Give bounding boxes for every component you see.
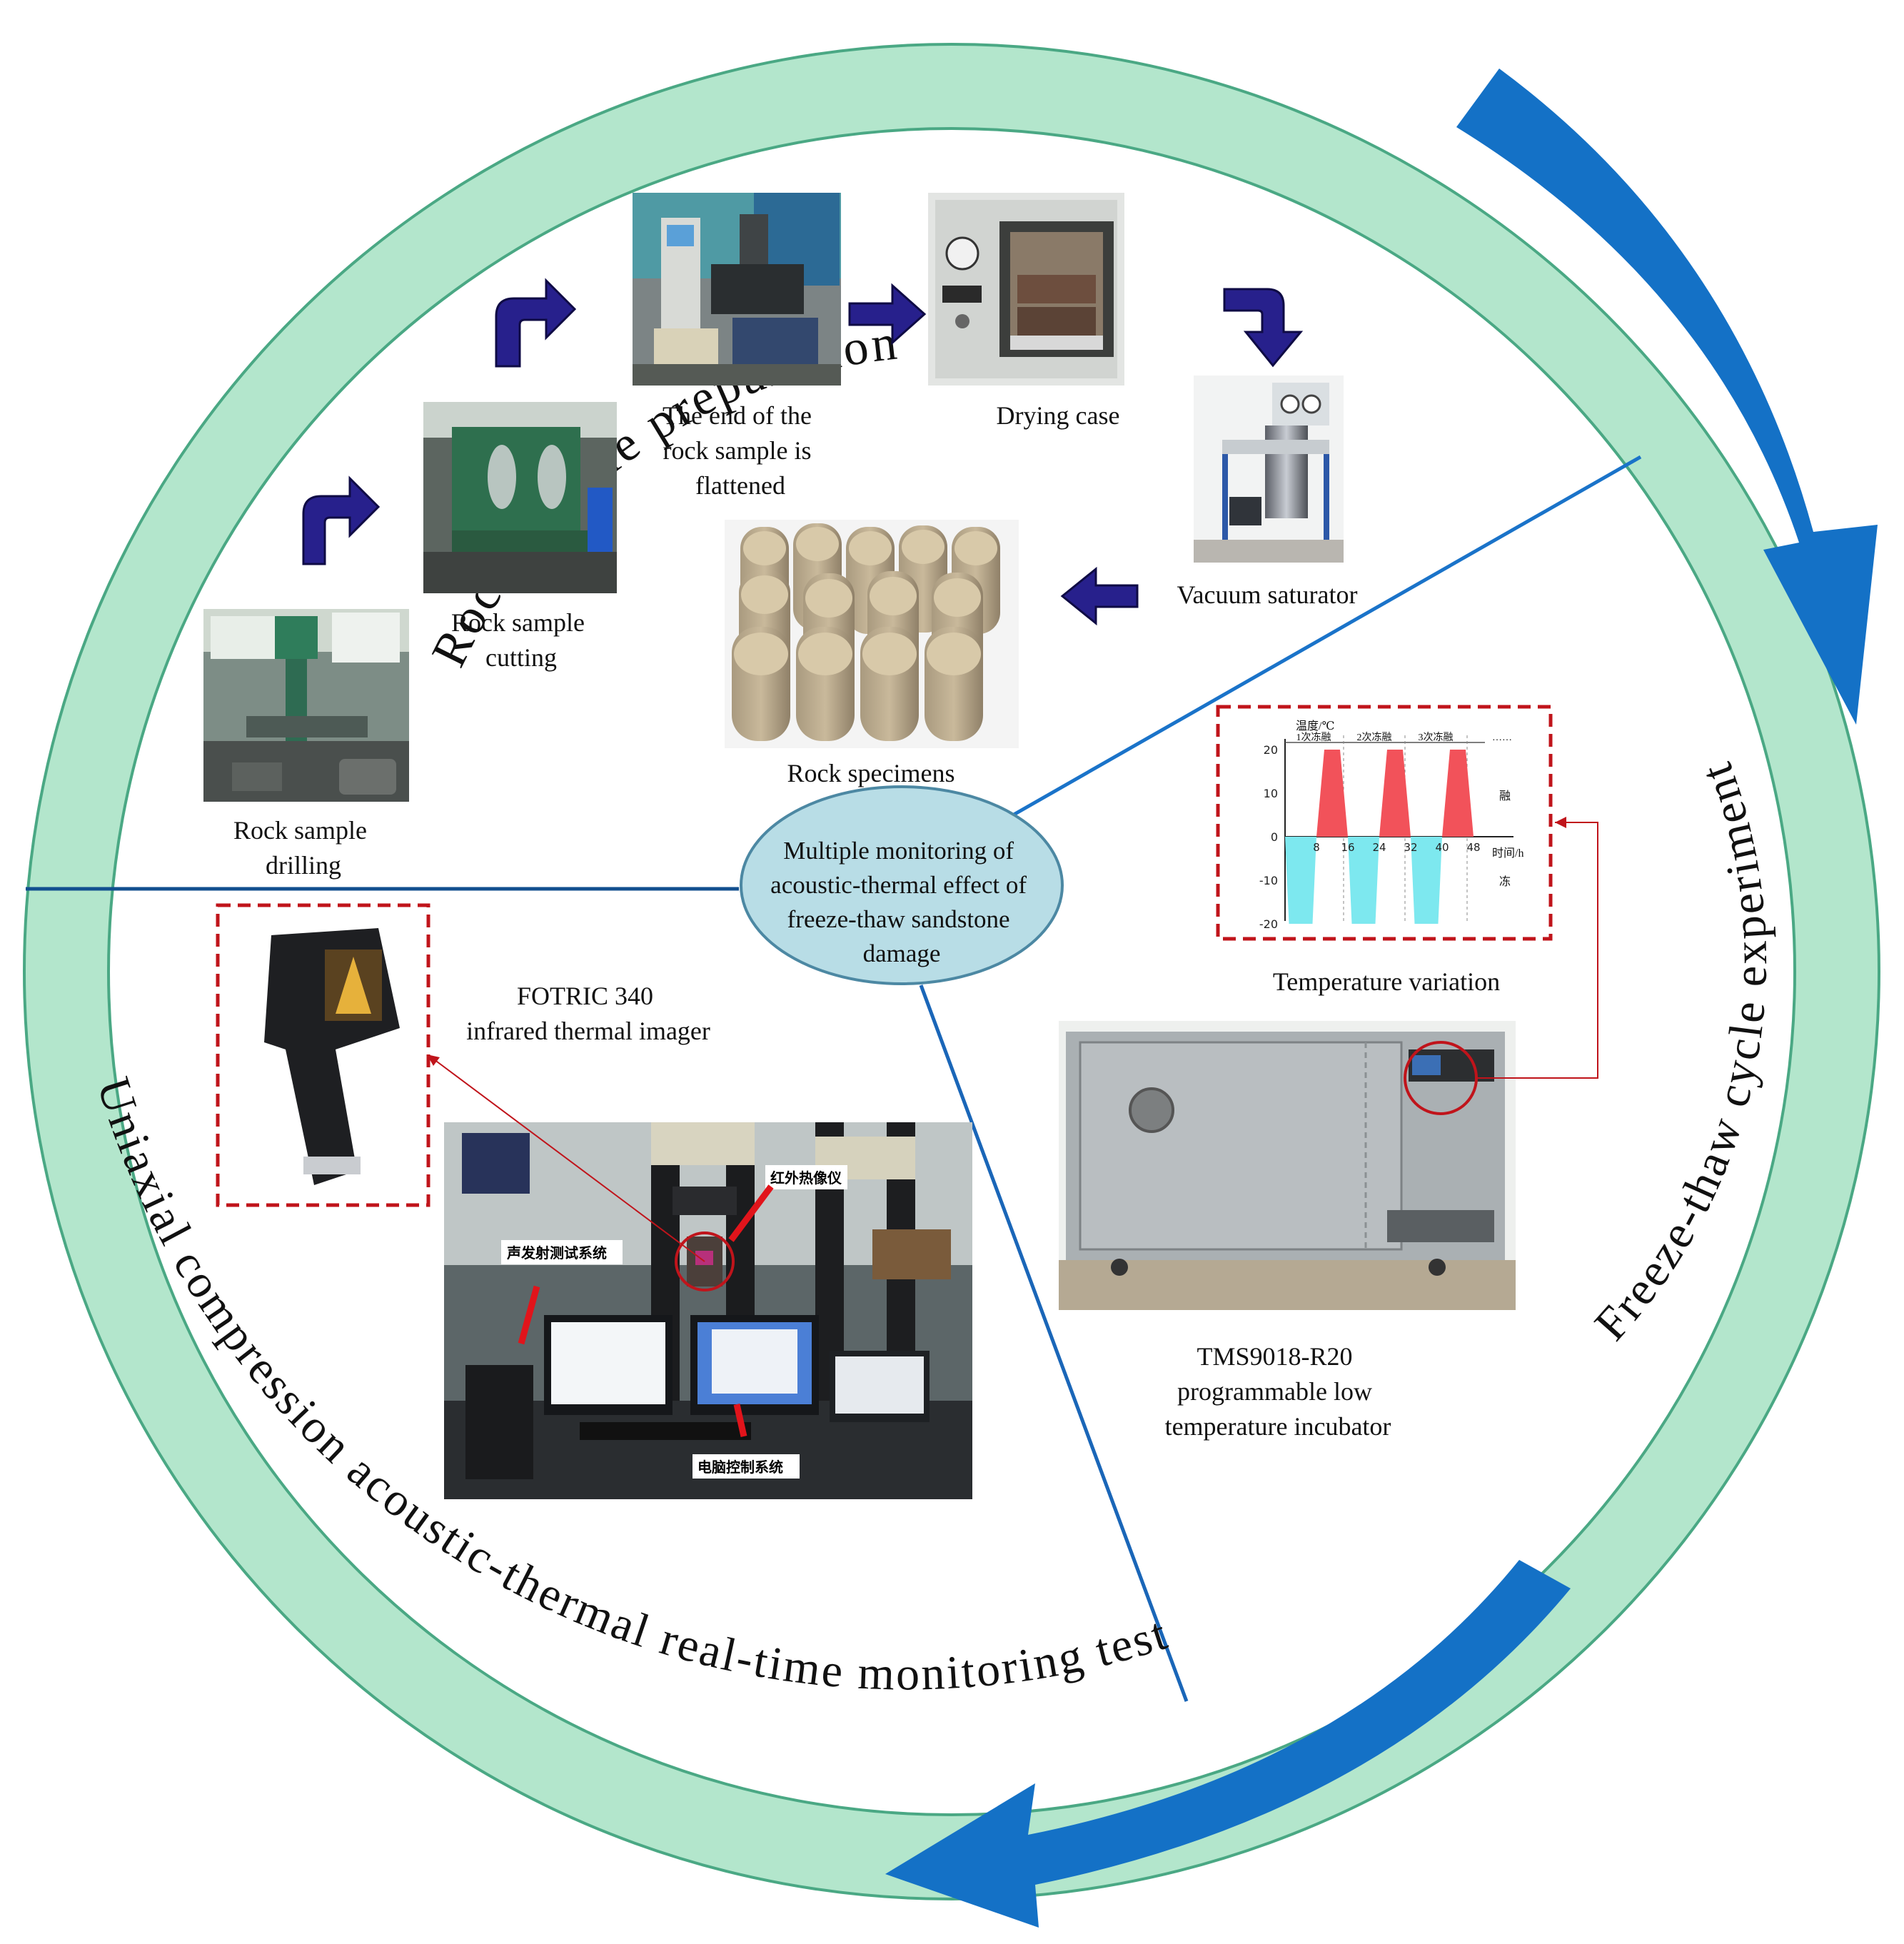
temperature-chart-xtick-3: 32 <box>1404 841 1417 854</box>
center-hub: Multiple monitoring of acoustic-thermal … <box>740 785 1064 985</box>
temperature-chart-legend-thaw: 融 <box>1499 790 1511 802</box>
temperature-chart: 温度/℃ 时间/h 1次冻融 2次冻融 3次冻融 …… 融 冻 20 10 0 -10… <box>1216 705 1553 941</box>
temperature-chart-ytick-2: 0 <box>1271 830 1278 844</box>
divider-lower <box>919 984 1189 1702</box>
temperature-chart-xtick-2: 24 <box>1372 841 1386 854</box>
temperature-chart-legend-freeze: 冻 <box>1499 875 1511 888</box>
temperature-chart-freeze-2 <box>1348 837 1379 924</box>
center-text: Multiple monitoring of acoustic-thermal … <box>770 837 1033 967</box>
divider-upper-right <box>1007 455 1642 820</box>
step-arrows <box>302 278 1304 626</box>
flow-arrows <box>885 69 1878 1928</box>
caption-drilling: Rock sample drilling <box>233 816 373 880</box>
step-arrow-vacuum-to-specimens <box>1060 566 1139 626</box>
caption-incubator: TMS9018-R20 programmable low temperature… <box>1165 1342 1391 1441</box>
temperature-chart-xtick-5: 48 <box>1466 841 1480 854</box>
step-arrow-drying-to-vacuum <box>1223 288 1304 368</box>
temperature-chart-thaw-2 <box>1379 750 1411 837</box>
temperature-chart-ytick-3: -10 <box>1259 874 1278 887</box>
step-arrow-drilling-to-cutting <box>302 475 381 565</box>
photo-infrared-thermal-imager <box>216 903 430 1207</box>
tag-pc-control <box>692 1454 800 1479</box>
svg-text:电脑控制系统: 电脑控制系统 <box>697 1459 783 1476</box>
temperature-chart-ytick-0: 20 <box>1264 743 1278 757</box>
flow-arrow-right <box>1456 69 1878 725</box>
caption-vacuum: Vacuum saturator <box>1177 580 1358 609</box>
caption-imager: FOTRIC 340 infrared thermal imager <box>466 982 710 1045</box>
photo-acoustic-thermal-test-setup: 红外热像仪 声发射测试系统 电脑控制系统 <box>444 1122 972 1499</box>
temperature-chart-xtick-0: 8 <box>1313 841 1320 854</box>
temperature-chart-ylabel: 温度/℃ <box>1296 720 1334 732</box>
ir-camera-highlight <box>675 1232 735 1291</box>
photo-rock-sample-drilling <box>203 609 409 802</box>
temperature-chart-cycle-1: 1次冻融 <box>1296 731 1331 743</box>
temperature-chart-thaw-3 <box>1442 750 1474 837</box>
photo-end-flattening <box>633 193 841 386</box>
center-ellipse <box>740 785 1064 985</box>
tag-ir-camera <box>765 1165 847 1189</box>
flow-arrow-bottom <box>885 1560 1571 1928</box>
temperature-chart-more: …… <box>1492 732 1512 743</box>
temperature-chart-freeze-3 <box>1411 837 1442 924</box>
section-dividers <box>26 455 1642 1702</box>
temperature-chart-freeze-1 <box>1285 837 1316 924</box>
caption-cutting: Rock sample cutting <box>451 608 591 672</box>
step-arrow-flatten-to-drying <box>848 283 927 346</box>
svg-text:声发射测试系统: 声发射测试系统 <box>506 1244 607 1261</box>
ring-outer-edge <box>23 43 1880 1900</box>
photo-rock-sample-cutting <box>423 402 617 593</box>
tag-acoustic-emission <box>501 1240 623 1264</box>
svg-text:红外热像仪: 红外热像仪 <box>770 1169 842 1187</box>
caption-specimens: Rock specimens <box>787 759 955 787</box>
temperature-chart-xlabel: 时间/h <box>1492 847 1523 860</box>
temperature-chart-xtick-1: 16 <box>1341 841 1354 854</box>
temperature-chart-ytick-4: -20 <box>1259 917 1278 931</box>
connector-controller-to-chart <box>1476 822 1598 1079</box>
connector-setup-to-imager <box>428 1054 705 1262</box>
temperature-chart-xtick-4: 40 <box>1435 841 1449 854</box>
photo-low-temperature-incubator <box>1059 1021 1516 1310</box>
ring-inner-edge <box>107 127 1796 1816</box>
temperature-chart-cycle-3: 3次冻融 <box>1419 731 1454 743</box>
temperature-chart-ytick-1: 10 <box>1264 787 1278 800</box>
step-arrow-cutting-to-flatten <box>495 278 577 368</box>
caption-temperature-variation: Temperature variation <box>1273 967 1500 996</box>
photo-vacuum-saturator <box>1194 376 1344 563</box>
caption-drying: Drying case <box>997 401 1120 430</box>
temperature-chart-thaw-1 <box>1316 750 1348 837</box>
temperature-chart-cycle-2: 2次冻融 <box>1357 731 1392 743</box>
photo-drying-case <box>928 193 1124 386</box>
caption-flatten: The end of the rock sample is flattened <box>663 401 818 500</box>
photo-rock-specimens <box>725 520 1019 748</box>
